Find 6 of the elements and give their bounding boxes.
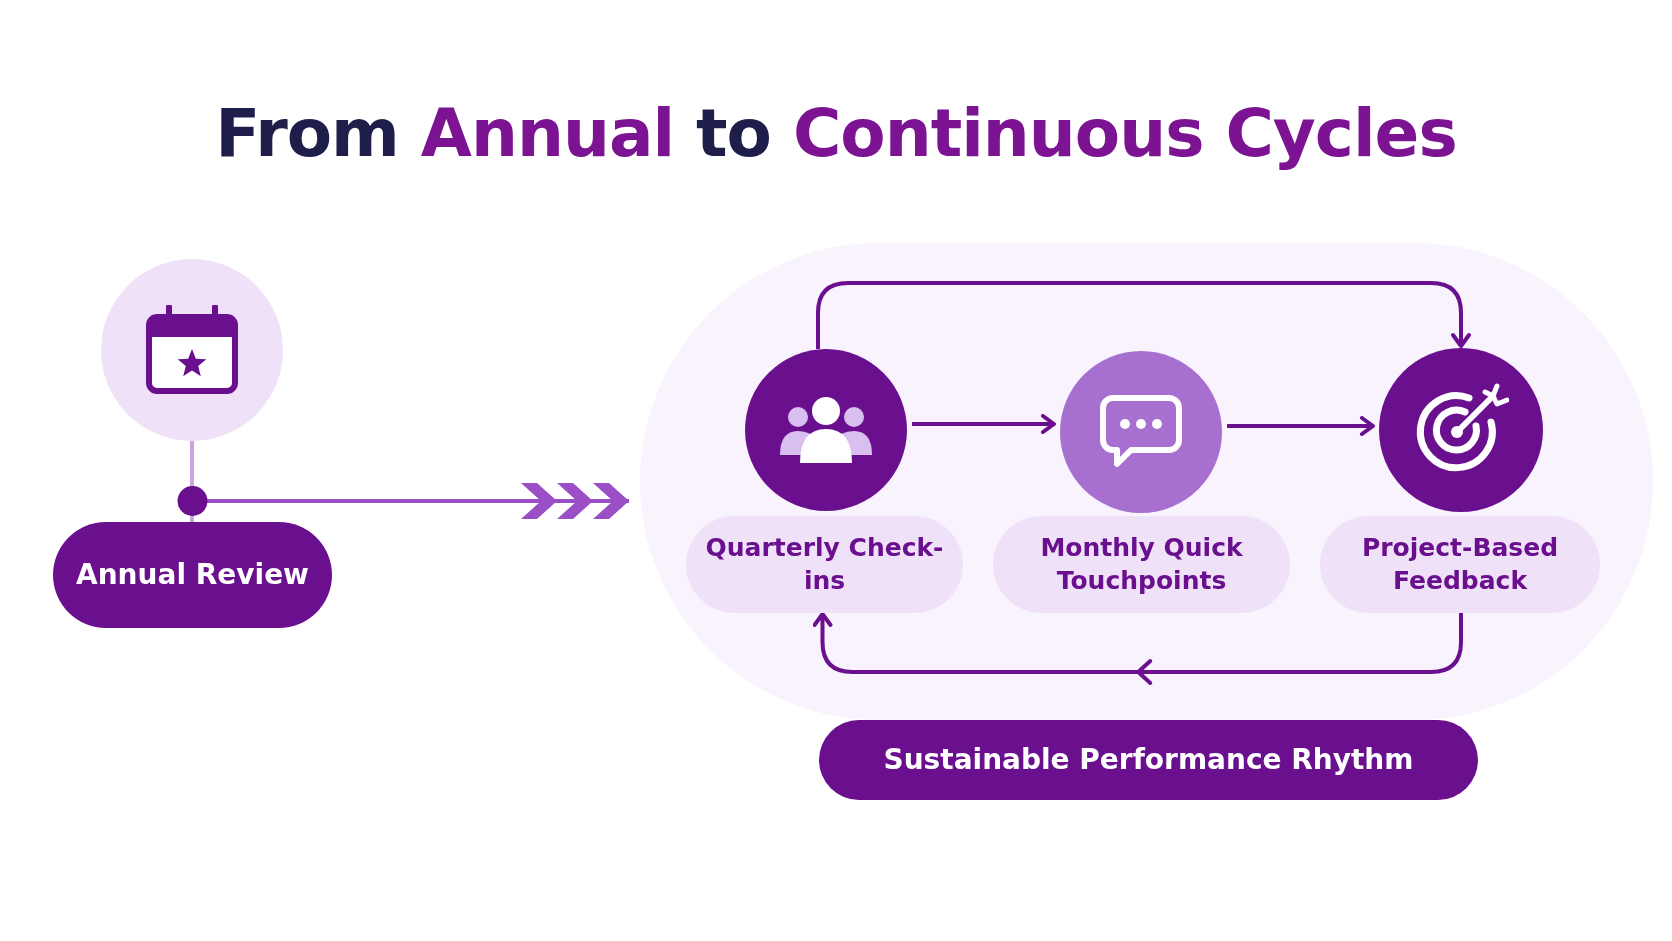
node-label: Project-Based Feedback xyxy=(1360,532,1560,597)
title: From Annual to Continuous Cycles xyxy=(214,95,1458,172)
node-label: Annual Review xyxy=(76,556,309,593)
node-label: Monthly Quick Touchpoints xyxy=(1039,532,1244,597)
node-label: Sustainable Performance Rhythm xyxy=(883,741,1414,778)
node-label: Quarterly Check-ins xyxy=(704,532,945,597)
